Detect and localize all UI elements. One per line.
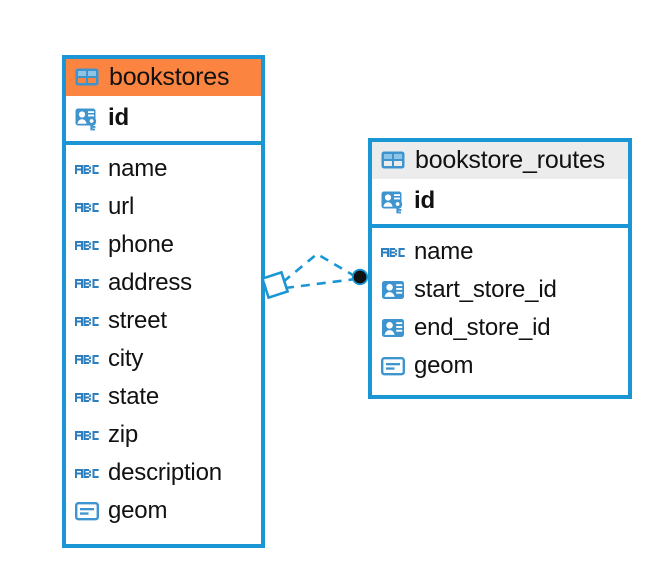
abc-text-icon	[74, 384, 100, 410]
field-row-primary-key[interactable]: id	[66, 99, 261, 137]
field-label: name	[108, 155, 168, 183]
table-icon	[380, 147, 406, 173]
abc-text-icon	[74, 232, 100, 258]
field-label: city	[108, 345, 144, 373]
geometry-blob-icon	[380, 353, 406, 379]
field-row-address[interactable]: address	[66, 264, 261, 302]
field-label: description	[108, 459, 222, 487]
field-label: url	[108, 193, 135, 221]
abc-text-icon	[380, 239, 406, 265]
field-label: street	[108, 307, 167, 335]
field-label: geom	[108, 497, 168, 525]
field-label: id	[108, 104, 129, 132]
relationship-diamond-marker	[260, 270, 290, 300]
field-label: name	[414, 238, 474, 266]
table-icon	[74, 64, 100, 90]
field-row-description[interactable]: description	[66, 454, 261, 492]
field-row-street[interactable]: street	[66, 302, 261, 340]
geometry-blob-icon	[74, 498, 100, 524]
field-label: address	[108, 269, 192, 297]
foreign-key-icon	[380, 277, 406, 303]
entity-header-bookstores[interactable]: bookstores	[66, 59, 261, 97]
field-row-name[interactable]: name	[66, 150, 261, 188]
field-row-end-store-id[interactable]: end_store_id	[372, 309, 628, 347]
field-row-geom[interactable]: geom	[372, 347, 628, 385]
primary-key-section: id	[372, 179, 628, 229]
field-row-primary-key[interactable]: id	[372, 182, 628, 220]
field-label: start_store_id	[414, 276, 557, 304]
relationship-line-lower	[284, 277, 357, 290]
primary-key-icon	[74, 105, 100, 131]
fields-section-bookstore-routes: name start_store_id	[372, 228, 628, 395]
abc-text-icon	[74, 194, 100, 220]
abc-text-icon	[74, 270, 100, 296]
field-label: state	[108, 383, 160, 411]
abc-text-icon	[74, 460, 100, 486]
field-row-geom[interactable]: geom	[66, 492, 261, 530]
entity-title-bookstores: bookstores	[109, 63, 230, 91]
field-label: phone	[108, 231, 174, 259]
foreign-key-icon	[380, 315, 406, 341]
abc-text-icon	[74, 156, 100, 182]
abc-text-icon	[74, 346, 100, 372]
entity-header-bookstore-routes[interactable]: bookstore_routes	[372, 142, 628, 180]
entity-bookstores[interactable]: bookstores	[62, 55, 265, 548]
field-label: end_store_id	[414, 314, 551, 342]
field-row-start-store-id[interactable]: start_store_id	[372, 271, 628, 309]
abc-text-icon	[74, 308, 100, 334]
field-row-name[interactable]: name	[372, 233, 628, 271]
entity-bookstore-routes[interactable]: bookstore_routes	[368, 138, 632, 399]
primary-key-icon	[380, 188, 406, 214]
entity-title-bookstore-routes: bookstore_routes	[415, 146, 605, 174]
field-row-zip[interactable]: zip	[66, 416, 261, 454]
field-row-url[interactable]: url	[66, 188, 261, 226]
field-label: geom	[414, 352, 474, 380]
relationship-circle-marker	[351, 268, 369, 286]
field-row-state[interactable]: state	[66, 378, 261, 416]
field-row-phone[interactable]: phone	[66, 226, 261, 264]
field-label: zip	[108, 421, 139, 449]
abc-text-icon	[74, 422, 100, 448]
relationship-line-upper	[282, 252, 359, 284]
primary-key-section: id	[66, 96, 261, 146]
fields-section-bookstores: name u	[66, 145, 261, 544]
field-label: id	[414, 187, 435, 215]
relationship-connector[interactable]	[255, 238, 385, 320]
field-row-city[interactable]: city	[66, 340, 261, 378]
